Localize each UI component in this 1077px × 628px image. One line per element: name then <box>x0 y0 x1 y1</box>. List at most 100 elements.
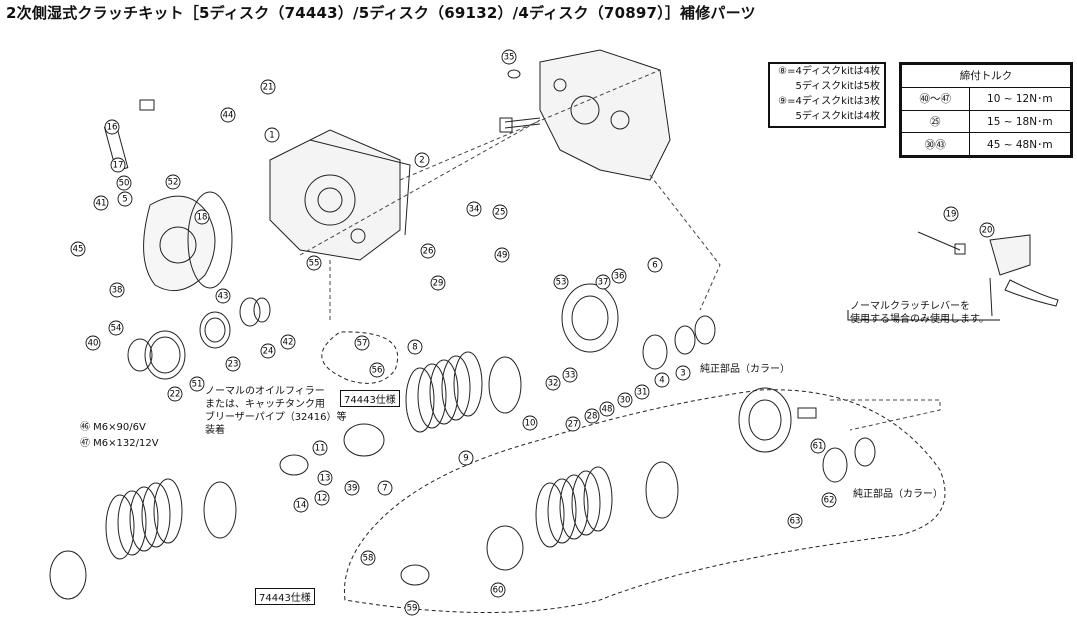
callout-number: 48 <box>602 405 613 415</box>
callout-number: 38 <box>112 286 123 296</box>
callout-number: 20 <box>982 226 993 236</box>
callout-number: 12 <box>317 494 328 504</box>
callout-number: 4 <box>659 376 664 386</box>
callout-number: 5 <box>122 195 127 205</box>
callout-number: 25 <box>495 208 506 218</box>
callout-circle <box>494 247 510 263</box>
callout-circle <box>787 513 803 529</box>
callout-number: 22 <box>170 390 181 400</box>
callout-circle <box>617 392 633 408</box>
callout-circle <box>492 204 508 220</box>
callout-48: 48 <box>599 401 615 417</box>
disc-stack-lower-right <box>400 461 679 586</box>
callout-circle <box>599 401 615 417</box>
callout-number: 8 <box>412 343 417 353</box>
callout-number: 44 <box>223 111 234 121</box>
callout-37: 37 <box>595 274 611 290</box>
callout-44: 44 <box>220 107 236 123</box>
callout-circle <box>430 275 446 291</box>
callout-circle <box>110 157 126 173</box>
torque-parts: ㉚㊸ <box>901 132 970 156</box>
callout-28: 28 <box>584 408 600 424</box>
callout-number: 33 <box>565 371 576 381</box>
callout-circle <box>93 195 109 211</box>
callout-38: 38 <box>109 282 125 298</box>
disc-stack-left <box>49 478 237 600</box>
callout-number: 31 <box>637 388 648 398</box>
callout-29: 29 <box>430 275 446 291</box>
callout-circle <box>85 335 101 351</box>
callout-circle <box>545 375 561 391</box>
torque-parts: ㉕ <box>901 109 970 134</box>
clutch-lever <box>917 231 1059 317</box>
callout-7: 7 <box>377 480 393 496</box>
spec-74443-label: 74443仕様 <box>340 390 400 407</box>
callout-32: 32 <box>545 375 561 391</box>
callout-40: 40 <box>85 335 101 351</box>
callout-circle <box>215 288 231 304</box>
oil-filter <box>127 297 271 380</box>
callout-number: 21 <box>263 83 274 93</box>
callout-circle <box>264 127 280 143</box>
callout-number: 36 <box>614 272 625 282</box>
callout-circle <box>314 490 330 506</box>
disc-count-note: ⑧=4ディスクkitは4枚 5ディスクkitは5枚 ⑨=4ディスクkitは3枚 … <box>768 62 886 128</box>
callout-63: 63 <box>787 513 803 529</box>
callout-number: 37 <box>598 278 609 288</box>
callout-4: 4 <box>654 372 670 388</box>
callout-circle <box>979 222 995 238</box>
callout-number: 11 <box>315 444 326 454</box>
callout-circle <box>562 367 578 383</box>
callout-8: 8 <box>407 339 423 355</box>
callout-22: 22 <box>167 386 183 402</box>
callout-12: 12 <box>314 490 330 506</box>
callout-number: 57 <box>357 339 368 349</box>
callout-circle <box>377 480 393 496</box>
callout-number: 13 <box>320 474 331 484</box>
callout-circle <box>317 470 333 486</box>
callout-number: 14 <box>296 501 307 511</box>
callout-number: 53 <box>556 278 567 288</box>
callout-circle <box>260 343 276 359</box>
callout-circle <box>414 152 430 168</box>
callout-number: 45 <box>73 245 84 255</box>
callout-number: 10 <box>525 419 536 429</box>
callout-circle <box>821 492 837 508</box>
callout-circle <box>654 372 670 388</box>
callout-number: 41 <box>96 199 107 209</box>
callout-number: 43 <box>218 292 229 302</box>
callout-23: 23 <box>225 356 241 372</box>
callout-circle <box>404 600 420 616</box>
callout-45: 45 <box>70 241 86 257</box>
callout-circle <box>407 339 423 355</box>
callout-number: 17 <box>113 161 124 171</box>
callout-18: 18 <box>194 209 210 225</box>
callout-55: 55 <box>306 255 322 271</box>
callout-circle <box>167 386 183 402</box>
oil-filler-note-line: 装着 <box>205 425 225 436</box>
callout-number: 32 <box>548 379 559 389</box>
callout-2: 2 <box>414 152 430 168</box>
disc-note-line: ⑧=4ディスクkitは4枚 <box>778 66 880 77</box>
genuine-collar-label: 純正部品（カラー） <box>853 489 943 500</box>
callout-50: 50 <box>116 175 132 191</box>
callout-6: 6 <box>647 257 663 273</box>
callout-number: 16 <box>107 123 118 133</box>
clutch-basket-lower <box>738 387 876 483</box>
callout-number: 30 <box>620 396 631 406</box>
callout-56: 56 <box>369 362 385 378</box>
clutch-basket-upper <box>561 283 716 370</box>
callout-circle <box>584 408 600 424</box>
callout-43: 43 <box>215 288 231 304</box>
callout-circle <box>109 282 125 298</box>
callout-circle <box>108 320 124 336</box>
callout-21: 21 <box>260 79 276 95</box>
callout-41: 41 <box>93 195 109 211</box>
callout-54: 54 <box>108 320 124 336</box>
callout-circle <box>312 440 328 456</box>
callout-number: 49 <box>497 251 508 261</box>
callout-circle <box>501 49 517 65</box>
callout-circle <box>675 365 691 381</box>
callout-61: 61 <box>810 438 826 454</box>
